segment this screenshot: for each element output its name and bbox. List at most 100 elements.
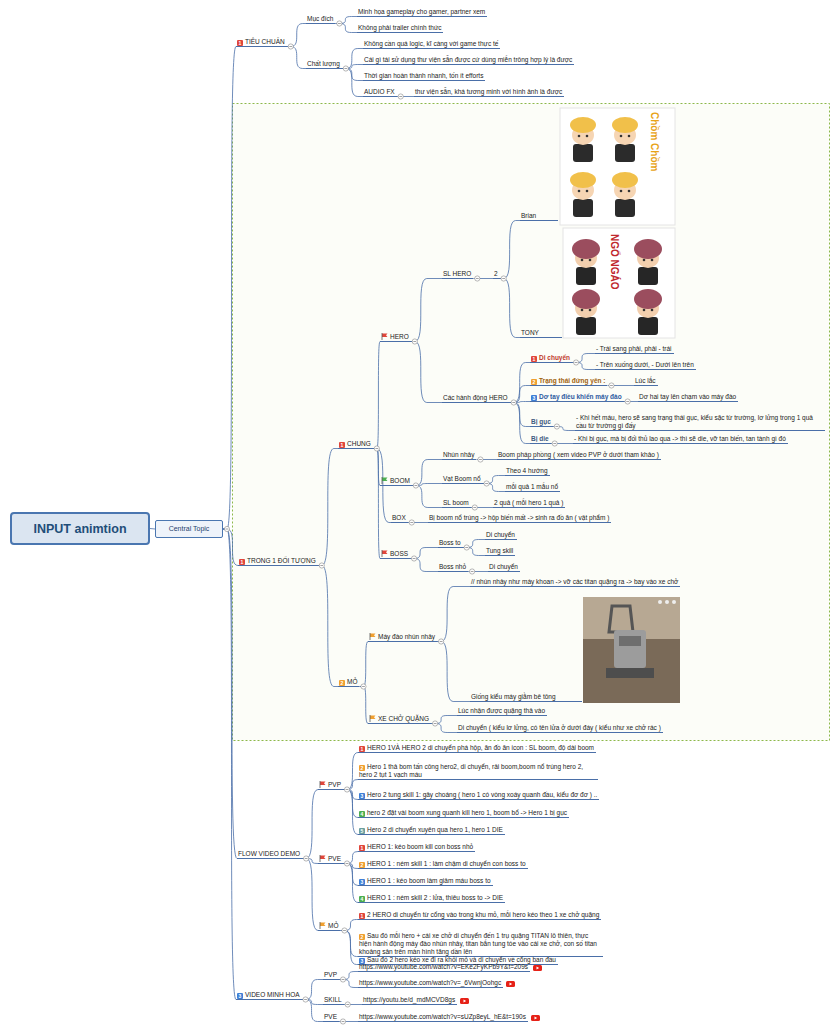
collapse-toggle bbox=[573, 360, 578, 365]
toggle-minus bbox=[479, 459, 482, 460]
toggle-minus bbox=[346, 863, 349, 864]
toggle-minus bbox=[344, 68, 347, 69]
topic-text: Lúc lắc bbox=[635, 377, 656, 384]
machine-engine bbox=[619, 636, 641, 646]
collapse-toggle bbox=[411, 556, 416, 561]
toggle-minus bbox=[413, 341, 416, 342]
collapse-toggle bbox=[472, 505, 477, 510]
topic-text: Các hành động HERO bbox=[443, 394, 508, 401]
topic-node: HERO bbox=[380, 333, 411, 342]
topic-node: 3Dơ tay điều khiển máy đào bbox=[530, 393, 624, 402]
priority-icon: 2 bbox=[359, 862, 365, 868]
toggle-minus bbox=[476, 278, 479, 279]
branch-line bbox=[223, 529, 237, 859]
image-caption: Chồm Chồm bbox=[648, 112, 660, 171]
topic-node: 2Trạng thái đứng yên : bbox=[530, 377, 607, 386]
toggle-minus bbox=[473, 507, 476, 508]
topic-text: PVP bbox=[324, 971, 337, 978]
toggle-circle bbox=[412, 339, 417, 344]
collapse-toggle bbox=[224, 526, 229, 531]
character-head bbox=[572, 239, 600, 285]
priority-icon: 3 bbox=[359, 793, 365, 799]
flag-shape bbox=[370, 716, 376, 720]
flag-shape bbox=[320, 782, 326, 786]
flag-shape bbox=[320, 856, 326, 860]
collapse-toggle bbox=[511, 400, 516, 405]
priority-icon: 1 bbox=[359, 746, 365, 752]
toggle-circle bbox=[345, 1002, 350, 1007]
topic-node: BOX bbox=[391, 514, 408, 523]
topic-text: VIDEO MINH HOA bbox=[245, 991, 300, 998]
topic-node: 1Di chuyển bbox=[530, 354, 572, 363]
topic-node: MỎ bbox=[318, 922, 340, 931]
toggle-minus bbox=[553, 443, 556, 444]
priority-icon: 1 bbox=[237, 40, 243, 46]
topic-node: PVP bbox=[318, 781, 343, 790]
toggle-circle bbox=[340, 1019, 345, 1024]
youtube-icon bbox=[460, 998, 469, 1004]
topic-text: Brian bbox=[521, 212, 536, 219]
topic-node: Không phải trailer chính thức bbox=[357, 24, 443, 33]
topic-text: HERO 1VÀ HERO 2 di chuyển phá hộp, ăn đồ… bbox=[367, 744, 594, 751]
topic-node: Bị gục bbox=[530, 418, 553, 427]
topic-text: Máy đào nhún nhảy bbox=[378, 633, 435, 640]
toggle-circle bbox=[573, 360, 578, 365]
collapse-toggle bbox=[432, 721, 437, 726]
topic-node: - Trái sang phải, phải - trái bbox=[595, 345, 674, 354]
toggle-circle bbox=[303, 997, 308, 1002]
character-head bbox=[612, 172, 638, 217]
toggle-circle bbox=[344, 861, 349, 866]
toggle-minus bbox=[304, 999, 307, 1000]
toggle-circle bbox=[224, 526, 229, 531]
topic-text: - Trên xuống dưới, - Dưới lên trên bbox=[596, 361, 694, 368]
character-sheet bbox=[563, 228, 675, 338]
character-head bbox=[570, 172, 596, 217]
priority-icon: 5 bbox=[359, 828, 365, 834]
youtube-icon bbox=[506, 981, 515, 987]
topic-node: SKILL bbox=[323, 996, 344, 1005]
toggle-minus bbox=[414, 485, 417, 486]
branch-line bbox=[373, 342, 380, 449]
toggle-minus bbox=[343, 930, 346, 931]
topic-text: PVE bbox=[328, 855, 341, 862]
topic-text: SKILL bbox=[324, 996, 342, 1003]
collapse-toggle bbox=[609, 383, 614, 388]
topic-text: Chất lượng bbox=[307, 60, 340, 67]
toggle-minus bbox=[434, 723, 437, 724]
toggle-circle bbox=[484, 481, 489, 486]
collapse-toggle bbox=[361, 684, 366, 689]
topic-text: SL boom bbox=[443, 499, 469, 506]
topic-text: Giống kiểu máy giằm bê tông bbox=[471, 693, 556, 700]
topic-text: Lúc nhận được quặng thả vào bbox=[458, 707, 545, 714]
topic-text: Trạng thái đứng yên : bbox=[539, 377, 605, 384]
branch-line bbox=[412, 460, 442, 486]
collapse-toggle bbox=[464, 545, 469, 550]
toggle-circle bbox=[342, 928, 347, 933]
topic-node: Vạt Boom nổ bbox=[442, 475, 483, 484]
flag-icon bbox=[381, 477, 388, 484]
flag-shape bbox=[320, 923, 326, 927]
toggle-circle bbox=[398, 94, 403, 99]
character-head bbox=[570, 117, 596, 162]
topic-text: HERO 1 : ném skill 1 : làm chậm di chuyể… bbox=[367, 860, 526, 867]
character-sheet bbox=[560, 108, 675, 225]
topic-text: Cái gì tái sử dụng thư viện sẵn được cứ … bbox=[364, 56, 572, 63]
topic-node: 3Hero 2 tung skill 1: gây choáng ( hero … bbox=[358, 791, 599, 800]
topic-node: Theo 4 hướng bbox=[505, 467, 550, 476]
topic-text: Di chuyển bbox=[539, 354, 570, 361]
collapse-toggle bbox=[625, 399, 630, 404]
topic-node: BOOM bbox=[380, 477, 412, 486]
collapse-toggle bbox=[342, 928, 347, 933]
topic-node: 2MỎ bbox=[338, 678, 359, 687]
flag-pole bbox=[370, 715, 371, 722]
topic-text: hero 2 đặt vài boom xung quanh kill hero… bbox=[367, 809, 567, 816]
priority-icon: 1 bbox=[239, 559, 245, 565]
photo-icon bbox=[665, 600, 669, 604]
collapse-toggle bbox=[288, 44, 293, 49]
branch-line bbox=[223, 529, 236, 1000]
topic-node: Di chuyển bbox=[488, 563, 520, 572]
branch-line bbox=[343, 753, 358, 790]
topic-text: HERO 1 : kéo boom làm giảm máu boss to bbox=[367, 877, 491, 884]
flag-icon bbox=[381, 333, 388, 340]
topic-node: Nhún nhảy bbox=[442, 451, 476, 460]
